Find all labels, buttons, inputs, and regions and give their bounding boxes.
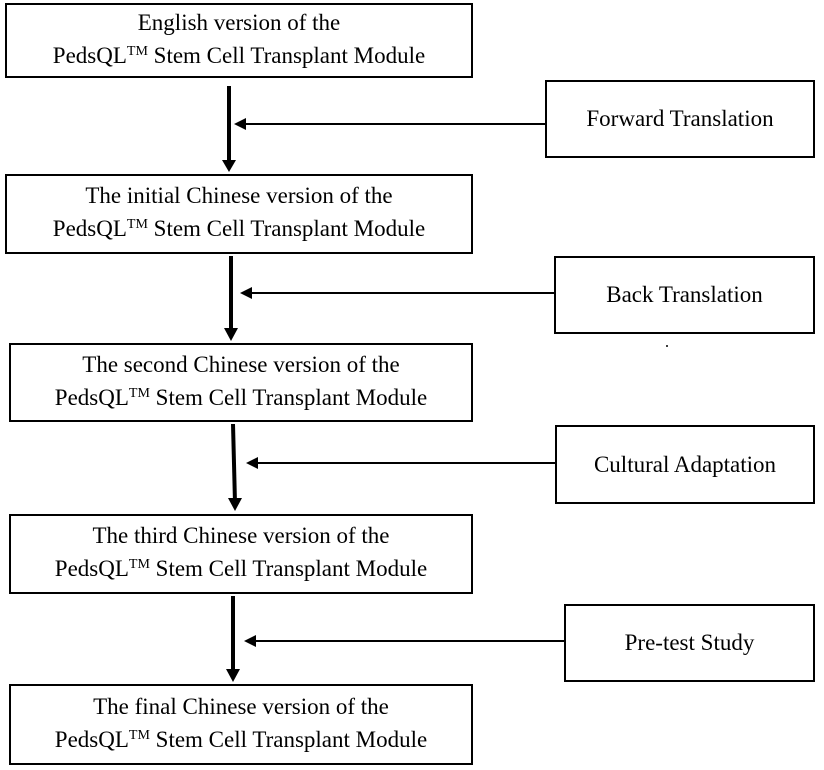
module-prefix: PedsQL (52, 42, 127, 68)
step-box-final-chinese: The final Chinese version of the PedsQLT… (9, 684, 473, 765)
module-prefix: PedsQL (54, 384, 129, 410)
vertical-arrow-2 (224, 256, 238, 341)
module-suffix: Stem Cell Transplant Module (149, 726, 428, 752)
step-module-name: PedsQLTM Stem Cell Transplant Module (55, 552, 427, 589)
module-suffix: Stem Cell Transplant Module (149, 556, 428, 581)
step-title: The initial Chinese version of the (85, 183, 393, 208)
horizontal-arrow-2 (240, 287, 554, 299)
horizontal-arrow-3 (246, 457, 555, 469)
trademark-sup: TM (128, 385, 150, 401)
step-module-name: PedsQLTM Stem Cell Transplant Module (55, 723, 427, 760)
trademark-sup: TM (128, 727, 150, 743)
step-module-name: PedsQLTM Stem Cell Transplant Module (53, 212, 425, 249)
step-box-english-version: English version of the PedsQLTM Stem Cel… (5, 3, 473, 78)
process-label: Forward Translation (586, 106, 774, 131)
process-label: Cultural Adaptation (593, 451, 777, 477)
trademark-sup: TM (128, 557, 150, 572)
module-suffix: Stem Cell Transplant Module (147, 216, 426, 241)
vertical-arrow-4 (226, 596, 240, 682)
process-label: Pre-test Study (624, 630, 755, 655)
trademark-sup: TM (126, 217, 148, 232)
stray-dot (666, 345, 668, 347)
process-box-forward-translation: Forward Translation (545, 80, 815, 158)
horizontal-arrow-1 (234, 118, 545, 130)
step-module-name: PedsQLTM Stem Cell Transplant Module (55, 381, 427, 418)
step-box-initial-chinese: The initial Chinese version of the PedsQ… (5, 174, 473, 254)
module-suffix: Stem Cell Transplant Module (147, 42, 426, 68)
step-title: The final Chinese version of the (93, 693, 389, 719)
vertical-arrow-1 (222, 86, 236, 172)
step-module-name: PedsQLTM Stem Cell Transplant Module (53, 39, 425, 76)
step-box-third-chinese: The third Chinese version of the PedsQLT… (9, 514, 473, 594)
module-prefix: PedsQL (54, 726, 129, 752)
vertical-arrow-3 (228, 423, 242, 511)
trademark-sup: TM (126, 43, 148, 59)
process-box-cultural-adaptation: Cultural Adaptation (555, 425, 815, 504)
step-box-second-chinese: The second Chinese version of the PedsQL… (9, 343, 473, 422)
step-title: The third Chinese version of the (92, 523, 390, 548)
process-label: Back Translation (606, 282, 763, 307)
step-title: The second Chinese version of the (82, 351, 400, 377)
horizontal-arrow-4 (244, 635, 564, 647)
module-suffix: Stem Cell Transplant Module (149, 384, 428, 410)
step-title: English version of the (137, 9, 341, 35)
process-box-back-translation: Back Translation (554, 256, 815, 334)
module-prefix: PedsQL (52, 216, 127, 241)
module-prefix: PedsQL (54, 556, 129, 581)
process-box-pre-test-study: Pre-test Study (564, 604, 815, 682)
